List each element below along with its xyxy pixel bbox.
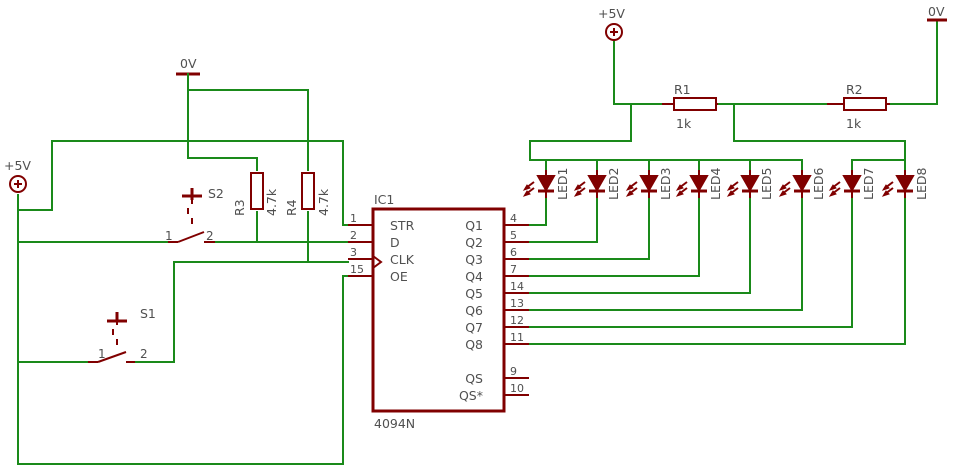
svg-text:1: 1 [165, 229, 173, 243]
vcc-top-symbol: +5V [598, 6, 625, 41]
svg-text:2: 2 [350, 229, 357, 242]
svg-text:LED3: LED3 [658, 168, 673, 200]
led-array: LED1 LED2 LED3 LED4 LED5 LED6 LED7 LED8 [522, 168, 929, 200]
led-8: LED8 [881, 168, 929, 200]
svg-text:Q2: Q2 [465, 235, 483, 250]
svg-text:5: 5 [510, 229, 517, 242]
svg-text:3: 3 [350, 246, 357, 259]
ic1-pin-qs: 9 QS [465, 365, 529, 386]
svg-text:STR: STR [390, 218, 415, 233]
vcc-left-label: +5V [4, 158, 31, 173]
ic1-pin-q1: 4 Q1 [465, 212, 529, 233]
svg-text:4: 4 [510, 212, 517, 225]
svg-text:10: 10 [510, 382, 524, 395]
s2-label: S2 [208, 186, 224, 201]
resistor-r4: R4 4.7k [284, 172, 331, 216]
svg-text:QS: QS [465, 371, 483, 386]
ic1-name: IC1 [374, 192, 394, 207]
svg-text:2: 2 [206, 229, 214, 243]
svg-text:15: 15 [350, 263, 364, 276]
svg-text:R2: R2 [846, 82, 863, 97]
svg-text:D: D [390, 235, 400, 250]
switch-s1: 1 2 S1 [88, 306, 156, 363]
ic1-pin-q5: 14 Q5 [465, 280, 529, 301]
svg-text:13: 13 [510, 297, 524, 310]
ic1-pin-clk: 3 CLK [348, 246, 415, 267]
svg-text:LED2: LED2 [606, 168, 621, 200]
svg-text:OE: OE [390, 269, 408, 284]
svg-text:1: 1 [350, 212, 357, 225]
svg-text:Q6: Q6 [465, 303, 483, 318]
svg-text:6: 6 [510, 246, 517, 259]
led-5: LED5 [726, 168, 774, 200]
switch-s2: 1 2 S2 [165, 186, 224, 243]
svg-text:Q4: Q4 [465, 269, 483, 284]
ic1-pin-q6: 13 Q6 [465, 297, 529, 318]
svg-text:2: 2 [140, 347, 148, 361]
svg-text:12: 12 [510, 314, 524, 327]
resistor-r1: R1 1k [662, 82, 718, 131]
svg-text:11: 11 [510, 331, 524, 344]
svg-text:LED1: LED1 [555, 168, 570, 200]
svg-text:9: 9 [510, 365, 517, 378]
svg-text:Q5: Q5 [465, 286, 483, 301]
s1-label: S1 [140, 306, 156, 321]
svg-text:LED4: LED4 [708, 168, 723, 200]
led-2: LED2 [573, 168, 621, 200]
svg-text:Q8: Q8 [465, 337, 483, 352]
ic1-value: 4094N [374, 416, 415, 431]
vcc-left-symbol: +5V [4, 158, 31, 193]
wires [17, 19, 938, 465]
led-3: LED3 [625, 168, 673, 200]
ic1-pin-q3: 6 Q3 [465, 246, 529, 267]
svg-text:1k: 1k [676, 116, 692, 131]
svg-text:LED5: LED5 [759, 168, 774, 200]
ic1-pin-q4: 7 Q4 [465, 263, 529, 284]
led-1: LED1 [522, 168, 570, 200]
ic1-pin-oe: 15 OE [348, 263, 408, 284]
svg-text:LED6: LED6 [811, 168, 826, 200]
svg-text:Q1: Q1 [465, 218, 483, 233]
svg-text:QS*: QS* [459, 388, 483, 403]
led-6: LED6 [778, 168, 826, 200]
svg-text:14: 14 [510, 280, 524, 293]
svg-text:CLK: CLK [390, 252, 415, 267]
svg-text:LED7: LED7 [861, 168, 876, 200]
vcc-top-label: +5V [598, 6, 625, 21]
svg-text:R4: R4 [284, 199, 299, 216]
svg-text:Q7: Q7 [465, 320, 483, 335]
ic1-pin-str: 1 STR [348, 212, 415, 233]
gnd-right-symbol: 0V [927, 4, 947, 22]
resistor-r2: R2 1k [827, 82, 890, 131]
gnd-mid-label: 0V [180, 56, 197, 71]
resistor-r3: R3 4.7k [232, 172, 279, 216]
svg-text:7: 7 [510, 263, 517, 276]
ic1-pin-q2: 5 Q2 [465, 229, 529, 250]
ic1-pin-qs-bar: 10 QS* [459, 382, 529, 403]
svg-text:R1: R1 [674, 82, 691, 97]
svg-text:1k: 1k [846, 116, 862, 131]
svg-text:4.7k: 4.7k [264, 188, 279, 216]
ic1-pin-q8: 11 Q8 [465, 331, 529, 352]
gnd-mid-symbol: 0V [176, 56, 200, 91]
svg-text:1: 1 [98, 347, 106, 361]
svg-text:LED8: LED8 [914, 168, 929, 200]
led-4: LED4 [675, 168, 723, 200]
ic1-pin-q7: 12 Q7 [465, 314, 529, 335]
gnd-right-label: 0V [928, 4, 945, 19]
svg-text:Q3: Q3 [465, 252, 483, 267]
ic1-right-pins: 4 Q1 5 Q2 6 Q3 7 Q4 14 Q5 13 Q6 12 Q7 11 Q8 9 QS 10 QS* [459, 212, 529, 403]
svg-text:R3: R3 [232, 199, 247, 216]
led-7: LED7 [828, 168, 876, 200]
svg-text:4.7k: 4.7k [316, 188, 331, 216]
